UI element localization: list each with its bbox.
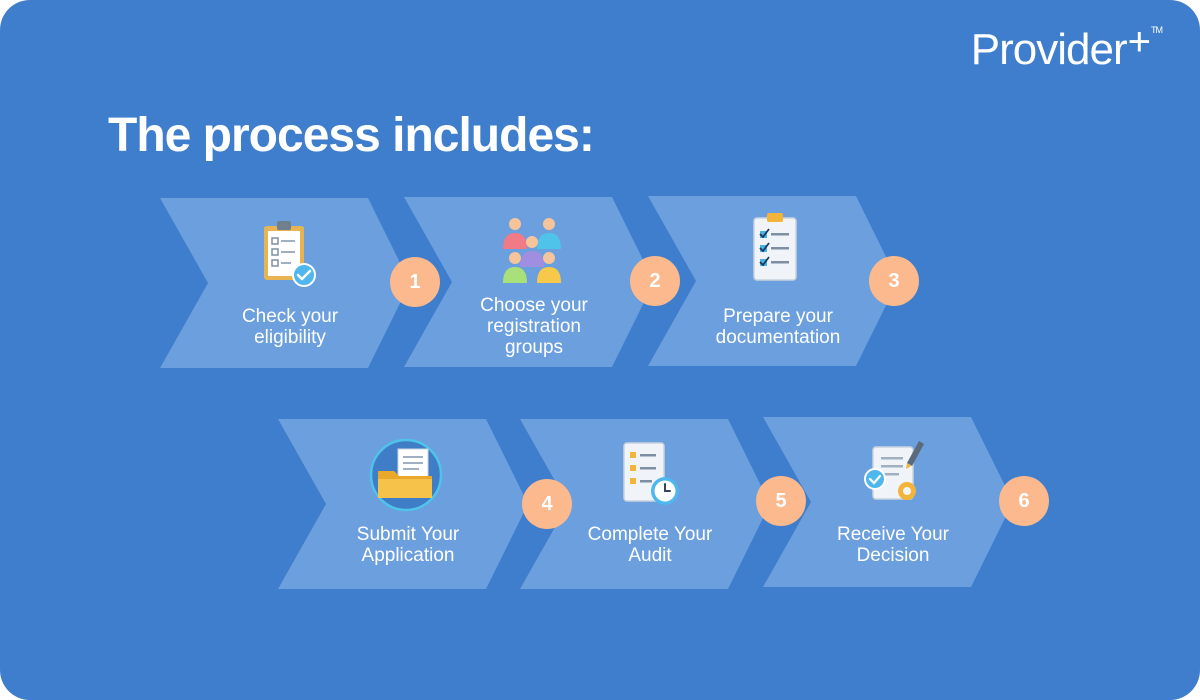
step-label-line: registration xyxy=(487,316,581,337)
page-title: The process includes: xyxy=(108,109,595,162)
step-label-line: Application xyxy=(361,545,455,566)
step-label-line: Audit xyxy=(628,545,672,566)
step-label: Choose your registration groups xyxy=(444,295,624,358)
step-3: Prepare your documentation xyxy=(648,196,898,366)
step-4: Submit Your Application xyxy=(278,419,528,589)
step-number-badge: 2 xyxy=(630,256,680,306)
step-1: Check your eligibility xyxy=(160,198,410,368)
step-number-badge: 3 xyxy=(869,256,919,306)
checklist-clock-icon xyxy=(610,435,686,511)
step-number-badge: 6 xyxy=(999,476,1049,526)
step-label: Prepare your documentation xyxy=(688,306,868,348)
step-label: Submit Your Application xyxy=(318,524,498,566)
step-label-line: Decision xyxy=(856,545,930,566)
folder-document-icon xyxy=(368,437,444,513)
step-label-line: Complete Your xyxy=(587,524,713,545)
step-label-line: Choose your xyxy=(480,295,588,316)
checklist-icon xyxy=(738,210,814,286)
clipboard-check-icon xyxy=(250,216,326,292)
step-label-line: groups xyxy=(504,337,564,358)
document-approval-icon xyxy=(853,433,929,509)
trademark-mark: TM xyxy=(1151,25,1163,35)
step-label-line: Submit Your xyxy=(356,524,460,545)
step-label-line: eligibility xyxy=(254,327,326,348)
step-label: Receive Your Decision xyxy=(803,524,983,566)
step-number-badge: 4 xyxy=(522,479,572,529)
brand-plus: + xyxy=(1127,20,1151,64)
step-number-badge: 1 xyxy=(390,257,440,307)
step-number-badge: 5 xyxy=(756,476,806,526)
step-label: Complete Your Audit xyxy=(560,524,740,566)
step-label-line: documentation xyxy=(715,327,841,348)
step-2: Choose your registration groups xyxy=(404,197,654,367)
step-label-line: Receive Your xyxy=(837,524,949,545)
step-label: Check your eligibility xyxy=(200,306,380,348)
step-label-line: Check your xyxy=(241,306,339,327)
provider-logo: Provider+TM xyxy=(970,22,1163,74)
step-label-line: Prepare your xyxy=(723,306,833,327)
brand-name: Provider xyxy=(970,25,1128,74)
people-group-icon xyxy=(494,211,570,287)
